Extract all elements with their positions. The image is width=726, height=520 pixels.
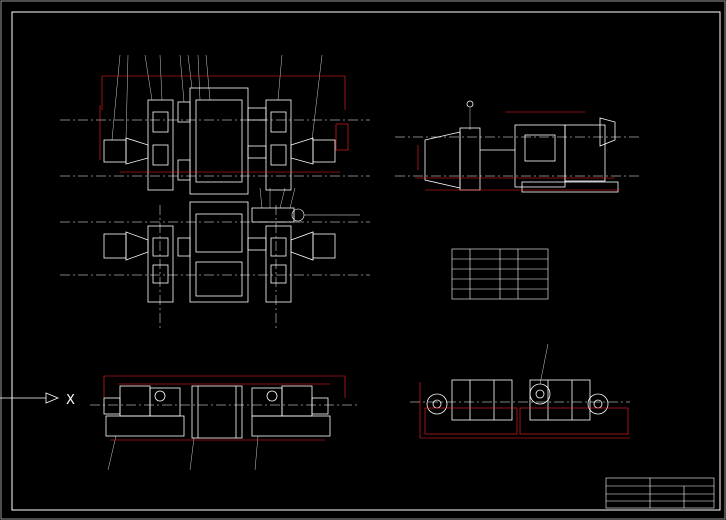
- plan-view-top: [60, 54, 370, 195]
- direction-label: X: [66, 393, 75, 408]
- front-elevation-dimensions: [103, 375, 346, 441]
- front-elevation: [0, 385, 360, 471]
- side-elevation: [395, 100, 640, 193]
- coupling-callout: [291, 208, 360, 222]
- end-view: [410, 343, 630, 421]
- spec-table: [451, 248, 549, 300]
- drawing-frame: [11, 11, 721, 511]
- plan-view-top-dimensions: [99, 75, 349, 173]
- end-view-dimensions: [419, 382, 630, 439]
- plan-view-bottom: [60, 187, 370, 330]
- side-elevation-dimensions: [415, 111, 620, 191]
- title-block: [605, 477, 715, 509]
